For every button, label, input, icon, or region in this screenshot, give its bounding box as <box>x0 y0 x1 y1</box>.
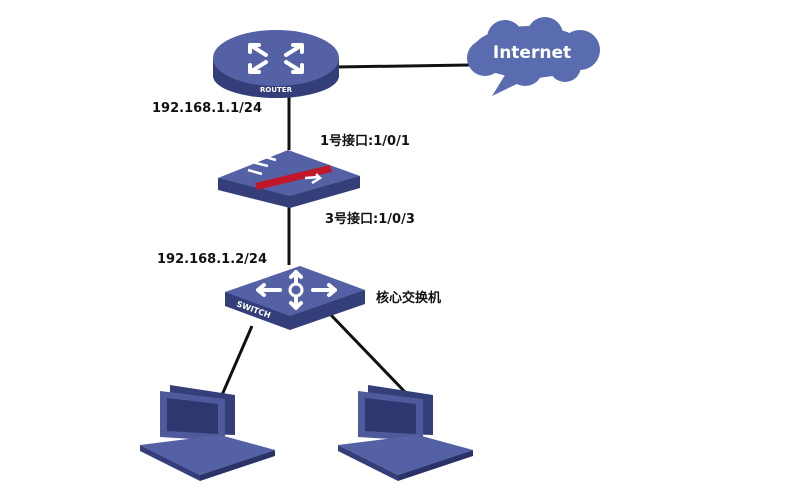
internet-cloud-icon: Internet <box>467 17 600 96</box>
pc-icon <box>338 385 473 481</box>
pc-icon <box>140 385 275 481</box>
core-switch-label: 核心交换机 <box>376 291 442 306</box>
link-switch-pc1 <box>220 325 254 396</box>
internet-label: Internet <box>493 43 571 63</box>
switch-ip-label: 192.168.1.2/24 <box>157 252 268 267</box>
router-ip-label: 192.168.1.1/24 <box>152 101 263 116</box>
firewall-port3-label: 3号接口:1/0/3 <box>325 212 415 227</box>
firewall-icon <box>218 150 360 208</box>
router-label: ROUTER <box>260 86 293 94</box>
link-switch-pc2 <box>328 312 407 394</box>
link-router-internet <box>334 63 471 69</box>
firewall-port1-label: 1号接口:1/0/1 <box>320 134 410 149</box>
core-switch-icon: SWITCH <box>225 266 365 330</box>
router-icon: ROUTER <box>213 30 339 98</box>
